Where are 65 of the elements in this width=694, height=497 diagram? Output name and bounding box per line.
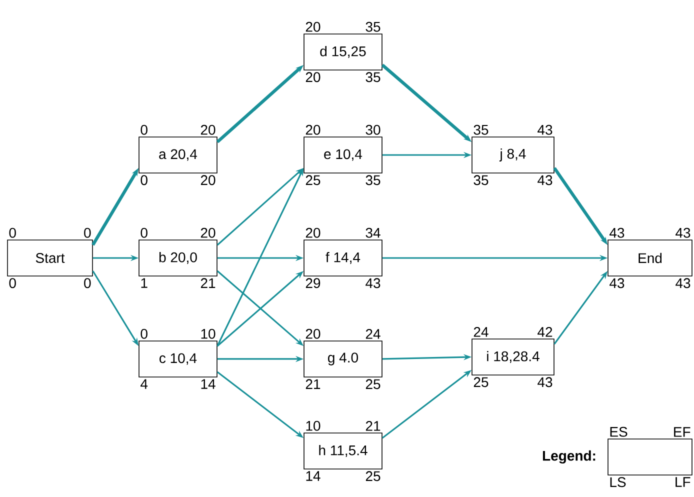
time-label: 14: [306, 471, 320, 481]
time-label: 43: [538, 377, 552, 388]
time-label: 43: [676, 278, 690, 288]
time-label: 43: [538, 175, 552, 186]
time-label: 21: [200, 278, 216, 288]
activity-box: c 10,4: [138, 340, 218, 378]
activity-box: e 10,4: [304, 136, 382, 174]
time-label: EF: [674, 427, 690, 437]
time-label: 20: [200, 124, 216, 135]
activity-box: f 14,4: [304, 240, 382, 276]
time-label: 0: [140, 228, 148, 238]
time-label: 25: [306, 175, 320, 186]
time-label: 0: [9, 228, 16, 238]
time-label: 42: [538, 327, 552, 337]
time-label: 20: [306, 228, 320, 238]
activity-box: g 4.0: [304, 340, 382, 378]
time-label: 20: [306, 328, 320, 339]
time-label: 0: [140, 124, 148, 135]
time-label: ES: [610, 426, 628, 437]
time-label: 10: [201, 328, 216, 339]
time-label: LF: [676, 477, 690, 487]
time-label: 0: [140, 175, 148, 186]
time-label: 43: [676, 228, 690, 238]
time-label: 0: [9, 278, 16, 288]
time-label: 24: [474, 327, 488, 337]
time-label: 21: [306, 379, 320, 389]
time-label: 4: [140, 379, 148, 389]
time-label: 35: [366, 72, 380, 82]
time-label: 35: [366, 175, 380, 186]
legend-box: [608, 438, 692, 476]
time-label: 21: [366, 421, 380, 431]
activity-box: h 11,5.4: [304, 432, 382, 470]
activity-box: a 20,4: [138, 136, 218, 174]
time-label: 20: [306, 72, 320, 82]
time-label: 43: [538, 124, 552, 135]
time-label: 0: [84, 228, 91, 238]
activity-box: j 8,4: [472, 136, 554, 174]
time-label: 14: [201, 379, 216, 389]
time-label: 25: [366, 379, 380, 390]
time-label: 25: [366, 471, 380, 482]
time-label: 0: [84, 278, 91, 288]
time-label: 35: [474, 124, 488, 135]
time-label: 10: [306, 420, 320, 431]
time-label: 43: [610, 228, 624, 238]
time-label: 20: [200, 175, 216, 186]
time-label: LS: [610, 477, 626, 488]
activity-box: b 20,0: [138, 240, 218, 276]
time-label: 24: [366, 329, 380, 339]
activity-box: Start: [7, 240, 93, 276]
activity-box: d 15,25: [304, 34, 382, 70]
time-label: 20: [200, 228, 216, 238]
time-label: 25: [474, 377, 488, 388]
time-label: 29: [306, 278, 320, 288]
time-label: 34: [366, 228, 380, 238]
time-label: 35: [474, 175, 488, 186]
time-label: 20: [306, 124, 320, 135]
time-label: 43: [610, 278, 624, 288]
activity-box: End: [608, 240, 692, 276]
activity-box: i 18,28.4: [472, 338, 554, 376]
time-label: 30: [366, 124, 380, 135]
time-label: 35: [366, 22, 380, 32]
time-label: 0: [140, 328, 148, 339]
time-label: 43: [366, 278, 380, 288]
time-label: 20: [306, 22, 320, 32]
time-label: 1: [141, 278, 148, 288]
